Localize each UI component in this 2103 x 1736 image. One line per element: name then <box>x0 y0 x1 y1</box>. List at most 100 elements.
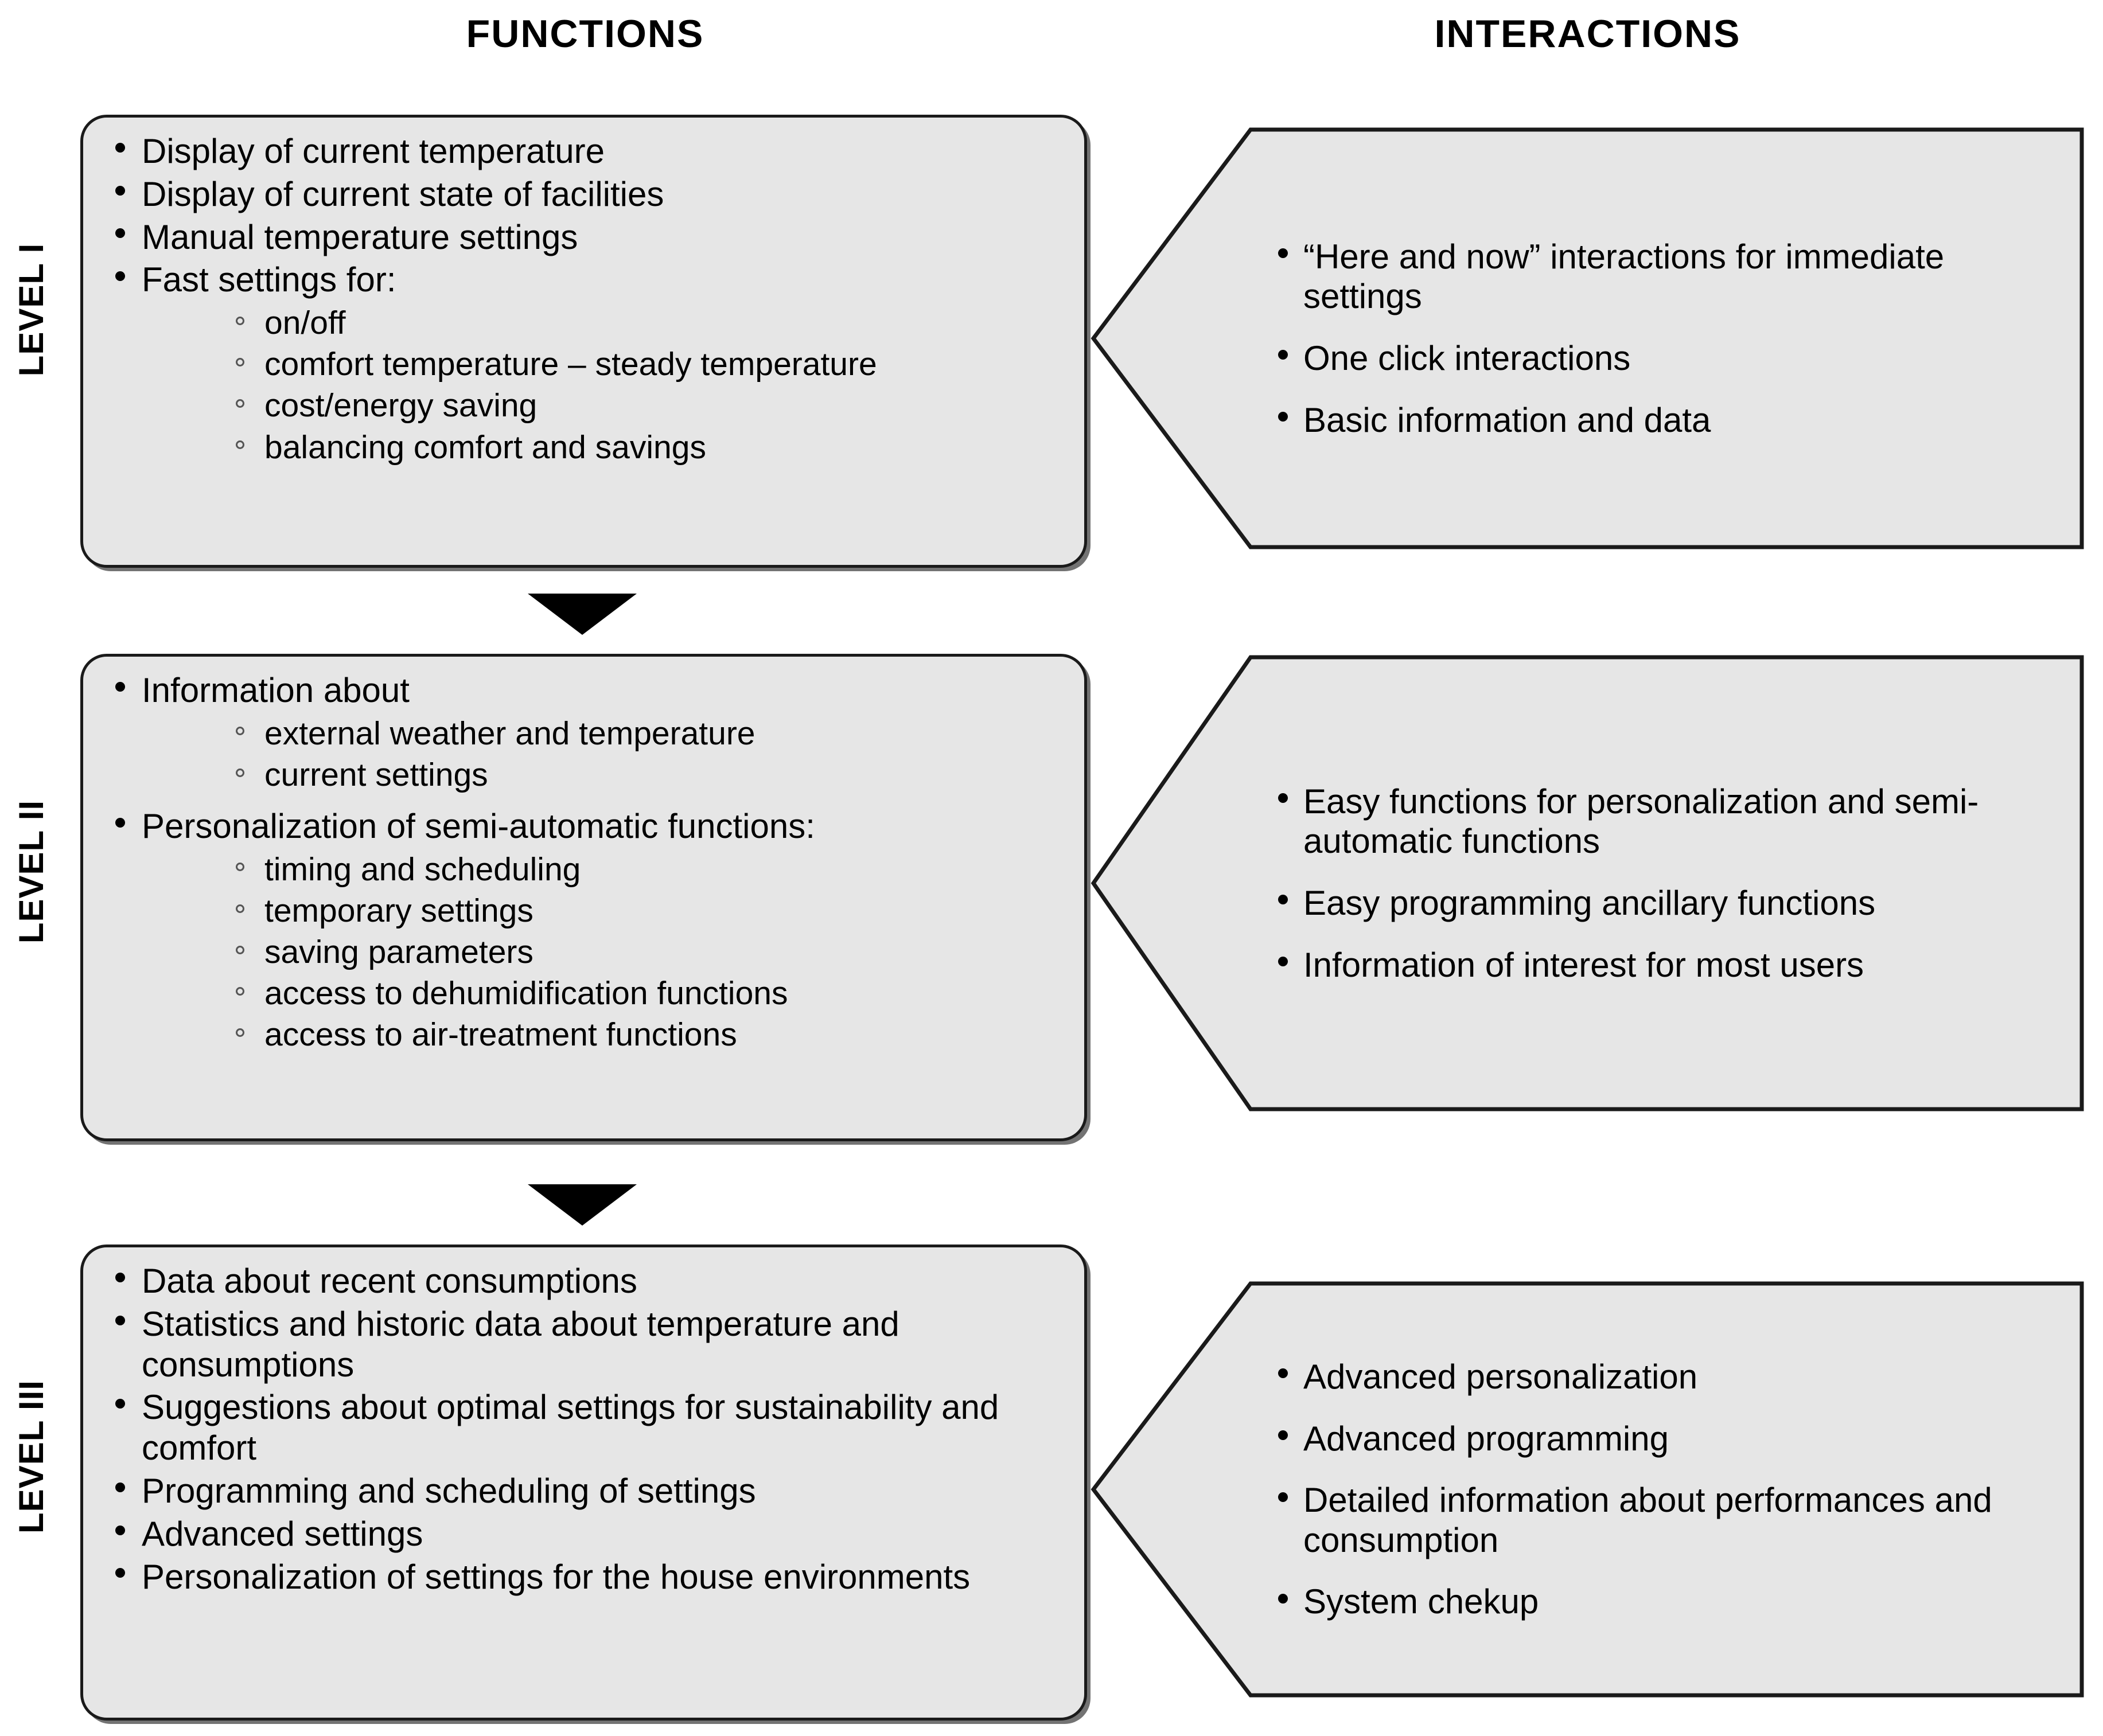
list-item-label: “Here and now” interactions for immediat… <box>1303 237 1945 316</box>
list-item: Personalization of semi-automatic functi… <box>108 806 1065 1054</box>
list-item-label: Information about <box>142 671 410 709</box>
level-row-2: LEVEL II Information about external weat… <box>0 654 2103 1147</box>
interactions-list-level-3: Advanced personalization Advanced progra… <box>1274 1280 2051 1699</box>
sub-list-item-label: current settings <box>264 756 488 793</box>
bullet-hollow-icon <box>236 399 244 408</box>
list-item: Display of current temperature <box>108 131 1065 172</box>
list-item-label: Statistics and historic data about tempe… <box>142 1304 899 1384</box>
bullet-hollow-icon <box>236 440 244 450</box>
list-item: “Here and now” interactions for immediat… <box>1274 237 2051 317</box>
functions-list-level-3: Data about recent consumptions Statistic… <box>108 1261 1065 1597</box>
functions-box-level-1: Display of current temperature Display o… <box>80 115 1087 568</box>
level-label-3: LEVEL III <box>12 1380 50 1534</box>
list-item: System chekup <box>1274 1582 2051 1622</box>
bullet-hollow-icon <box>236 357 244 366</box>
bullet-filled-icon <box>1278 411 1288 422</box>
sub-list-item: access to dehumidification functions <box>228 974 1065 1012</box>
sub-list-item-label: access to dehumidification functions <box>264 975 788 1012</box>
bullet-filled-icon <box>115 1399 125 1409</box>
bullet-filled-icon <box>1278 248 1288 259</box>
functions-sublist: external weather and temperature current… <box>142 715 1065 794</box>
bullet-filled-icon <box>115 271 125 282</box>
list-item-label: Fast settings for: <box>142 260 396 299</box>
list-item-label: Display of current state of facilities <box>142 174 664 213</box>
sub-list-item-label: temporary settings <box>264 892 533 929</box>
bullet-filled-icon <box>115 1568 125 1578</box>
sub-list-item: access to air-treatment functions <box>228 1016 1065 1054</box>
bullet-filled-icon <box>1278 1368 1288 1379</box>
bullet-filled-icon <box>115 1525 125 1535</box>
bullet-filled-icon <box>115 1315 125 1325</box>
sub-list-item: timing and scheduling <box>228 851 1065 888</box>
list-item-label: System chekup <box>1303 1582 1539 1621</box>
sub-list-item: current settings <box>228 756 1065 794</box>
bullet-filled-icon <box>1278 1430 1288 1440</box>
functions-box-level-2: Information about external weather and t… <box>80 654 1087 1141</box>
sub-list-item: on/off <box>228 304 1065 342</box>
interactions-callout-level-2: Easy functions for personalization and s… <box>1090 654 2085 1113</box>
interactions-callout-level-3: Advanced personalization Advanced progra… <box>1090 1280 2085 1699</box>
list-item: Statistics and historic data about tempe… <box>108 1304 1065 1386</box>
bullet-filled-icon <box>115 228 125 239</box>
list-item: Advanced settings <box>108 1514 1065 1555</box>
sub-list-item-label: timing and scheduling <box>264 851 581 888</box>
list-item: Information of interest for most users <box>1274 945 2051 985</box>
list-item-label: Personalization of settings for the hous… <box>142 1557 971 1596</box>
functions-sublist: on/off comfort temperature – steady temp… <box>142 304 1065 466</box>
callout-pentagon-shape <box>1091 1281 2084 1698</box>
list-item-label: Advanced personalization <box>1303 1357 1698 1396</box>
interactions-callout-level-1: “Here and now” interactions for immediat… <box>1090 126 2085 551</box>
list-item: Personalization of settings for the hous… <box>108 1557 1065 1598</box>
bullet-filled-icon <box>115 817 125 828</box>
sub-list-item-label: on/off <box>264 305 346 342</box>
bullet-filled-icon <box>115 185 125 196</box>
list-item-label: Basic information and data <box>1303 400 1711 439</box>
bullet-hollow-icon <box>236 768 244 777</box>
bullet-hollow-icon <box>236 727 244 736</box>
list-item: Fast settings for: on/off comfort temper… <box>108 260 1065 466</box>
sub-list-item-label: comfort temperature – steady temperature <box>264 346 877 383</box>
list-item-label: Manual temperature settings <box>142 217 578 256</box>
callout-pentagon-shape <box>1091 655 2084 1111</box>
level-label-2: LEVEL II <box>12 799 50 944</box>
sub-list-item: balancing comfort and savings <box>228 428 1065 466</box>
list-item: Programming and scheduling of settings <box>108 1471 1065 1512</box>
bullet-hollow-icon <box>236 945 244 954</box>
bullet-filled-icon <box>1278 956 1288 966</box>
list-item-label: Advanced settings <box>142 1514 423 1553</box>
list-item: Detailed information about performances … <box>1274 1480 2051 1560</box>
column-header-interactions: INTERACTIONS <box>1434 12 1741 56</box>
functions-list-level-1: Display of current temperature Display o… <box>108 131 1065 466</box>
bullet-filled-icon <box>115 142 125 153</box>
level-row-3: LEVEL III Data about recent consumptions… <box>0 1245 2103 1721</box>
list-item: Manual temperature settings <box>108 217 1065 258</box>
list-item-label: Advanced programming <box>1303 1419 1669 1458</box>
bullet-hollow-icon <box>236 316 244 325</box>
list-item: Advanced programming <box>1274 1419 2051 1459</box>
bullet-filled-icon <box>115 1482 125 1492</box>
list-item-label: Programming and scheduling of settings <box>142 1471 756 1510</box>
list-item-label: Personalization of semi-automatic functi… <box>142 807 815 846</box>
sub-list-item-label: external weather and temperature <box>264 715 755 752</box>
sub-list-item: saving parameters <box>228 933 1065 971</box>
interactions-list-level-1: “Here and now” interactions for immediat… <box>1274 126 2051 551</box>
level-label-1: LEVEL I <box>12 243 50 377</box>
sub-list-item: temporary settings <box>228 892 1065 930</box>
list-item-label: Detailed information about performances … <box>1303 1481 1992 1559</box>
bullet-filled-icon <box>1278 1593 1288 1604</box>
bullet-filled-icon <box>1278 793 1288 803</box>
sub-list-item: external weather and temperature <box>228 715 1065 752</box>
sub-list-item: cost/energy saving <box>228 387 1065 424</box>
list-item: One click interactions <box>1274 338 2051 379</box>
bullet-filled-icon <box>1278 895 1288 905</box>
bullet-hollow-icon <box>236 904 244 913</box>
column-header-functions: FUNCTIONS <box>466 12 704 56</box>
list-item-label: Easy functions for personalization and s… <box>1303 782 1979 861</box>
bullet-hollow-icon <box>236 1028 244 1037</box>
list-item: Display of current state of facilities <box>108 174 1065 215</box>
sub-list-item-label: cost/energy saving <box>264 387 538 424</box>
functions-box-level-3: Data about recent consumptions Statistic… <box>80 1245 1087 1721</box>
down-arrow-level-2-to-3 <box>528 1184 637 1226</box>
list-item-label: Display of current temperature <box>142 132 605 170</box>
sub-list-item: comfort temperature – steady temperature <box>228 345 1065 383</box>
